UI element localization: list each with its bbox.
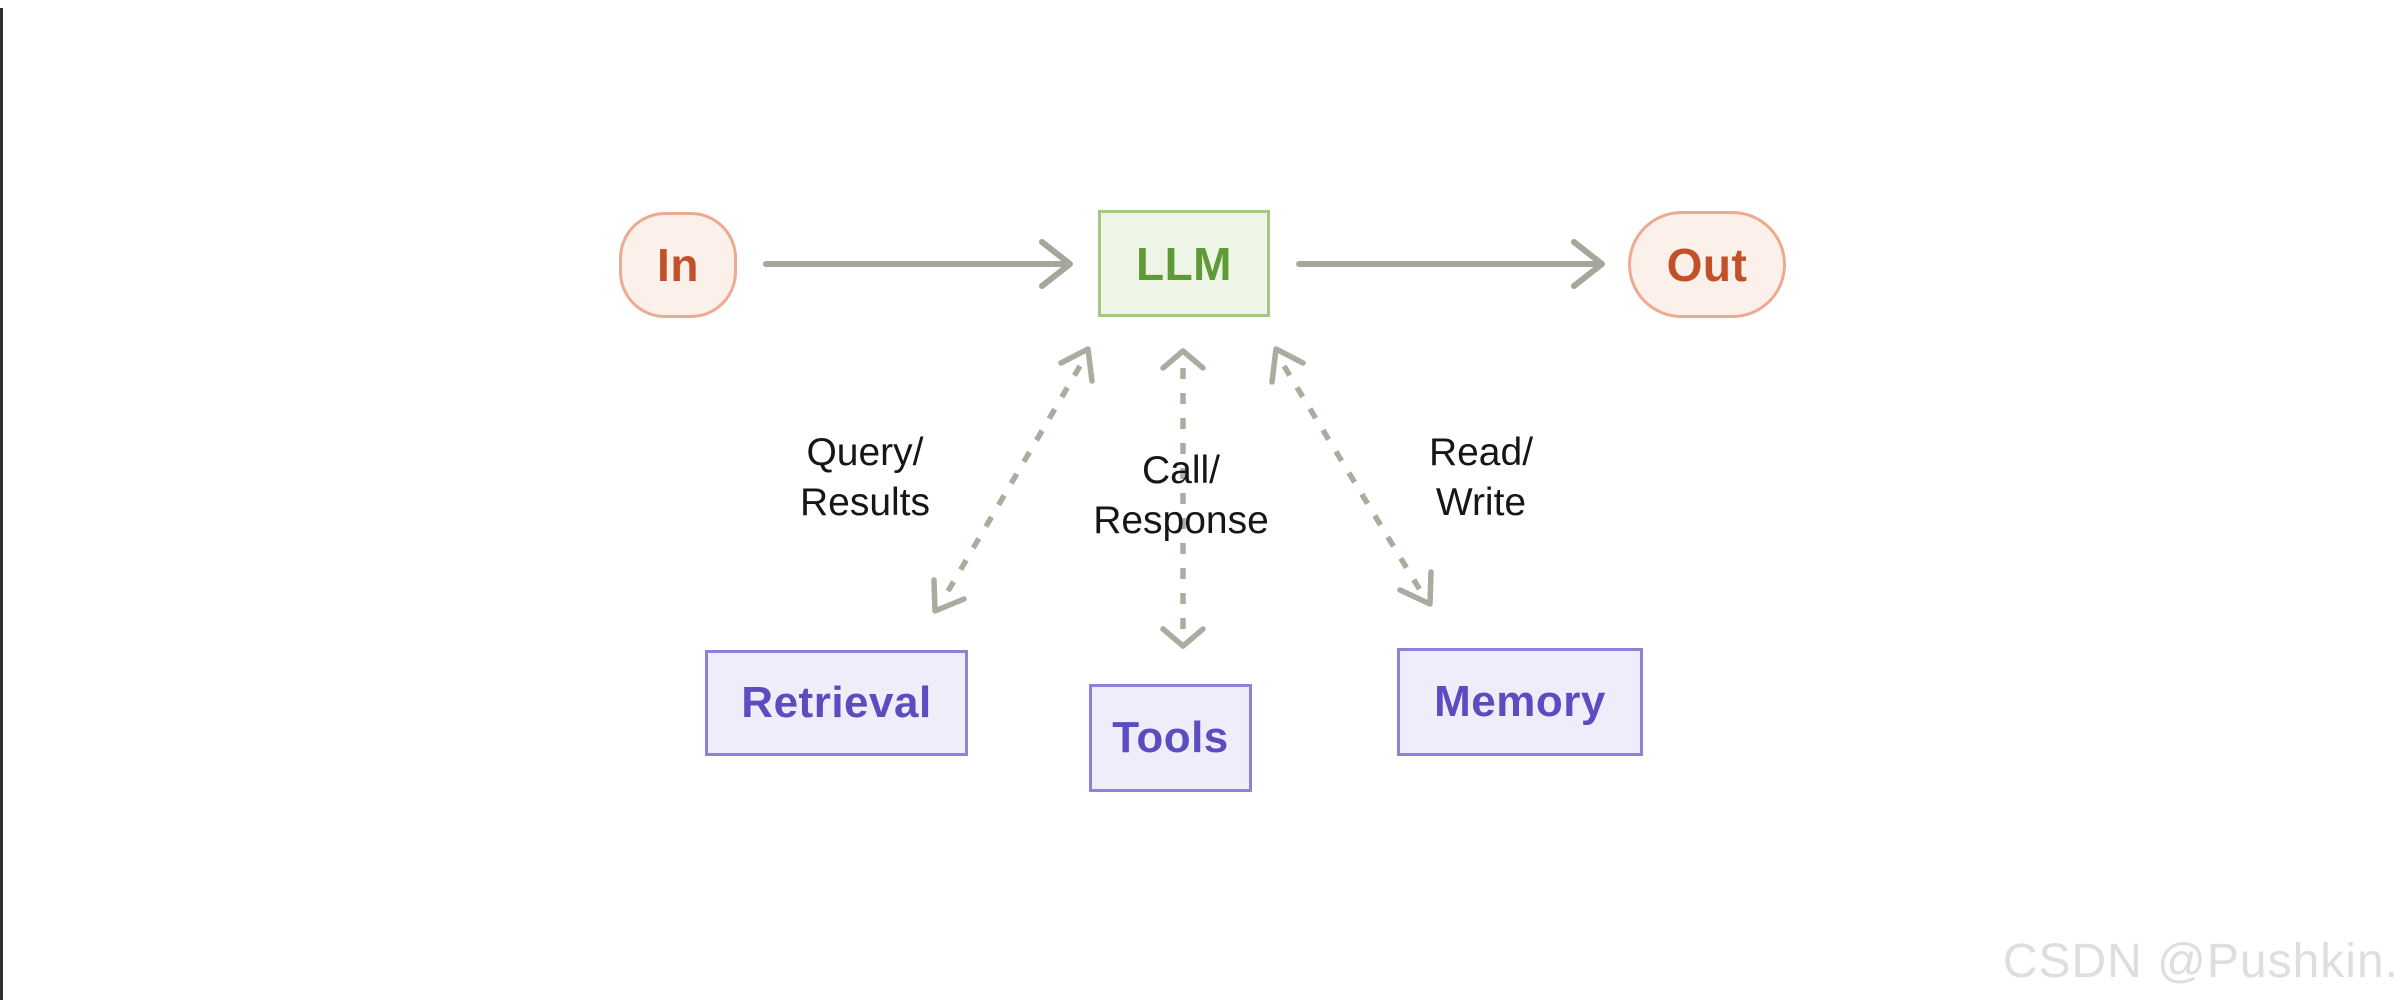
edge-label-line: Call/: [1141, 449, 1221, 492]
node-llm-label: LLM: [1135, 237, 1232, 290]
edge-label-read-write: Read/ Write: [1331, 428, 1631, 528]
edge-label-call-response: Call/ Response: [1031, 446, 1331, 546]
edge-label-query-results: Query/ Results: [715, 428, 1015, 528]
node-memory: Memory: [1397, 648, 1643, 756]
node-retrieval: Retrieval: [705, 650, 968, 756]
arrow-llm-retrieval: [931, 346, 1095, 614]
watermark: CSDN @Pushkin.: [2002, 935, 2399, 988]
node-out: Out: [1628, 211, 1786, 318]
node-in: In: [619, 212, 737, 318]
node-memory-label: Memory: [1434, 677, 1606, 726]
node-llm: LLM: [1098, 210, 1270, 317]
edge-label-line: Write: [1435, 481, 1527, 524]
edge-label-line: Response: [1093, 499, 1269, 542]
node-in-label: In: [657, 239, 699, 291]
node-retrieval-label: Retrieval: [741, 678, 932, 727]
arrow-llm-memory: [1269, 346, 1434, 607]
arrow-llm-tools: [1160, 348, 1206, 649]
arrow-in-to-llm: [763, 239, 1073, 289]
node-out-label: Out: [1666, 238, 1748, 291]
edge-label-line: Read/: [1428, 431, 1534, 474]
node-tools-label: Tools: [1112, 713, 1229, 762]
node-tools: Tools: [1089, 684, 1252, 792]
edge-label-line: Query/: [806, 431, 924, 474]
arrow-llm-to-out: [1296, 239, 1605, 289]
window-left-border: [0, 8, 3, 1000]
edge-label-line: Results: [799, 481, 931, 524]
